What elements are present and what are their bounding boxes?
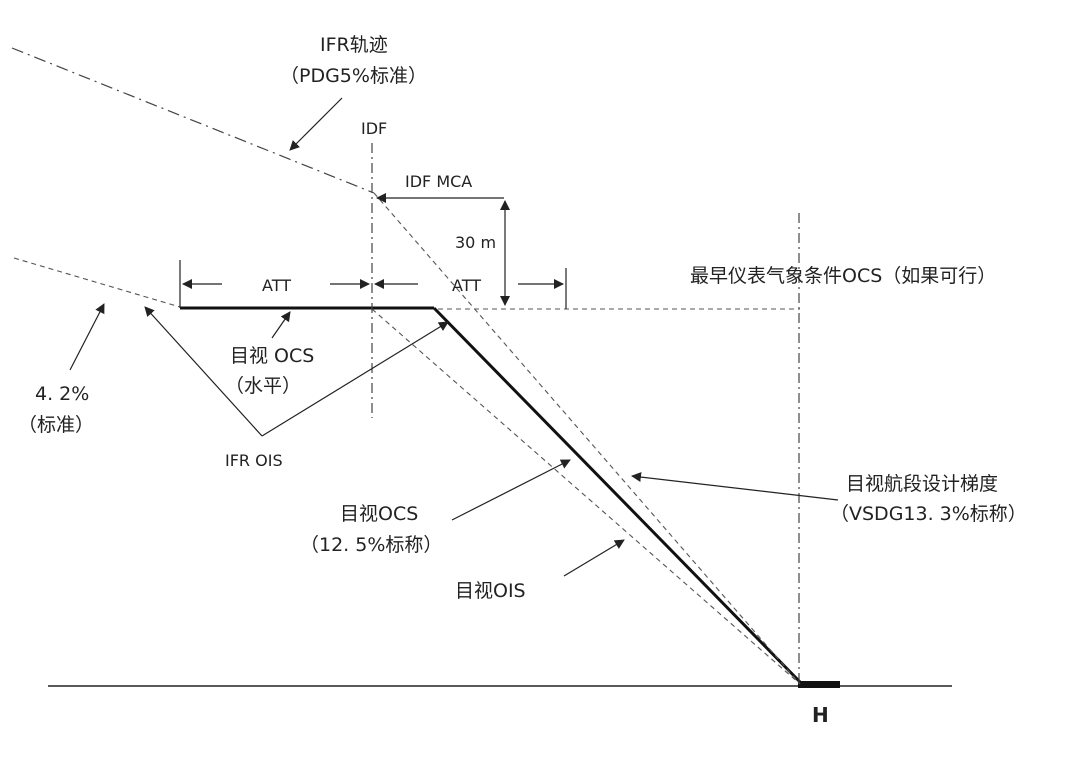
- visual-ois-line: [371, 308, 801, 685]
- vsdg-leader: [631, 472, 839, 501]
- visual-ocs-125-line: [373, 192, 801, 685]
- heliport-pad: [798, 681, 840, 688]
- visual-ocs-level-sub-label: （水平）: [225, 375, 301, 397]
- ifr-track-label: IFR轨迹: [320, 34, 388, 56]
- ifr-ois-leader-left: [144, 306, 263, 437]
- ifr-ois-leader-right: [261, 321, 449, 437]
- visual-ocs-125-label: 目视OCS: [340, 503, 418, 525]
- visual-ois-leader: [563, 539, 625, 577]
- grad-42-leader: [69, 303, 105, 371]
- height-30m-label: 30 m: [455, 233, 496, 252]
- att-left-label: ATT: [262, 276, 291, 295]
- ifr-ois-label: IFR OIS: [225, 451, 283, 470]
- visual-segment-sub-label: （VSDG13. 3%标称）: [830, 503, 1027, 525]
- idf-mca-label: IDF MCA: [405, 172, 472, 191]
- grad-42-sub-label: （标准）: [18, 414, 94, 436]
- grad-42-label: 4. 2%: [35, 383, 89, 405]
- idf-label: IDF: [361, 119, 387, 138]
- visual-ois-label: 目视OIS: [455, 580, 526, 602]
- vsdg-line: [432, 306, 804, 686]
- ifr-ois-line: [13, 257, 181, 308]
- visual-segment-label: 目视航段设计梯度: [846, 473, 998, 495]
- ifr-track-sub-label: （PDG5%标准）: [280, 65, 427, 87]
- att-right-label: ATT: [452, 276, 481, 295]
- heliport-label: H: [812, 703, 829, 727]
- ifr-track-line: [11, 47, 375, 194]
- ifr-track-leader: [289, 97, 343, 151]
- visual-ocs-level-leader: [271, 311, 291, 339]
- visual-ocs-125-leader: [451, 459, 571, 521]
- visual-ocs-125-sub-label: （12. 5%标称）: [300, 534, 442, 556]
- earliest-ocs-label: 最早仪表气象条件OCS（如果可行）: [690, 265, 996, 287]
- visual-ocs-level-label: 目视 OCS: [230, 345, 314, 367]
